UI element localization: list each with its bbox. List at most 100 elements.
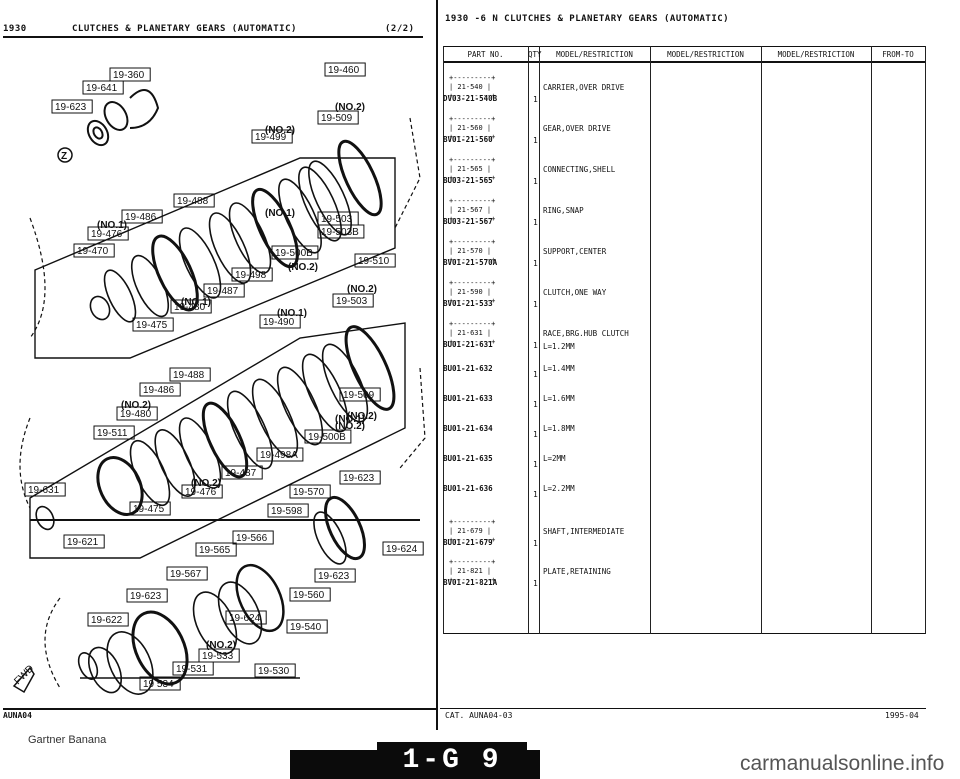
description: L=1.6MM [543, 394, 575, 403]
part-callout: 19-480 [170, 299, 212, 314]
description: L=1.4MM [543, 364, 575, 373]
part-callout: 19-623 [126, 588, 168, 603]
group-number-label: (NO.2) [191, 478, 221, 489]
ref-box: +---------+ | 21-679 | +---------+ [449, 518, 496, 544]
ref-box: +---------+ | 21-590 | +---------+ [449, 279, 496, 305]
svg-text:19-487: 19-487 [207, 286, 239, 297]
part-callout: 19-460 [324, 62, 366, 77]
part-callout: 19-631 [24, 482, 66, 497]
quantity: 1 [533, 579, 538, 588]
group-number-label: (NO.1) [265, 208, 295, 219]
right-header-title: 1930 -6 N CLUTCHES & PLANETARY GEARS (AU… [445, 14, 730, 24]
col-line-1 [528, 46, 529, 634]
svg-text:(NO.2): (NO.2) [347, 284, 377, 295]
footer-left-code: AUNA04 [3, 711, 32, 720]
svg-text:19-475: 19-475 [136, 320, 168, 331]
part-callout: 19-498 [231, 267, 273, 282]
part-callout: 19-570 [289, 484, 331, 499]
quantity: 1 [533, 341, 538, 350]
svg-text:19-598: 19-598 [271, 506, 303, 517]
svg-text:19-503B: 19-503B [321, 227, 359, 238]
part-callout: 19-498A [256, 447, 304, 462]
svg-text:19-500B: 19-500B [275, 248, 313, 259]
footer-rule-left [3, 708, 436, 710]
left-header-title: CLUTCHES & PLANETARY GEARS (AUTOMATIC) [72, 24, 297, 34]
svg-text:19-475: 19-475 [133, 504, 165, 515]
quantity: 1 [533, 95, 538, 104]
part-callout: 19-476 [87, 226, 129, 241]
quantity: 1 [533, 370, 538, 379]
svg-text:(NO.1): (NO.1) [265, 208, 295, 219]
description: SHAFT,INTERMEDIATE [543, 527, 625, 536]
table-row: +---------+ | 21-567 | +---------+BU03-2… [443, 197, 926, 227]
part-callout: 19-533 [198, 648, 240, 663]
group-number-label: (NO.2) [347, 284, 377, 295]
ref-box: +---------+ | 21-567 | +---------+ [449, 197, 496, 223]
part-callout: 19-531 [172, 661, 214, 676]
svg-text:(NO.1): (NO.1) [335, 414, 365, 425]
svg-text:19-499: 19-499 [255, 132, 287, 143]
col-header-model-1: MODEL/RESTRICTION [556, 50, 633, 59]
svg-text:19-531: 19-531 [176, 664, 208, 675]
svg-text:19-621: 19-621 [67, 537, 99, 548]
part-callout: 19-486 [121, 209, 163, 224]
parts-table: PART NO. QTY MODEL/RESTRICTION MODEL/RES… [443, 38, 926, 638]
quantity: 1 [533, 400, 538, 409]
part-number: BU01-21-636 [443, 484, 493, 493]
part-callout: 19-487 [203, 283, 245, 298]
svg-text:19-533: 19-533 [202, 651, 234, 662]
svg-text:(NO.2): (NO.2) [206, 640, 236, 651]
group-number-label: (NO.2) [121, 400, 151, 411]
part-callout: 19-598 [267, 503, 309, 518]
svg-text:19-498: 19-498 [235, 270, 267, 281]
svg-text:(NO.2): (NO.2) [288, 262, 318, 273]
part-callout: 19-503 [317, 211, 359, 226]
table-row: +---------+ | 21-540 | +---------+DV03-2… [443, 74, 926, 104]
watermark-right: carmanualsonline.info [740, 752, 945, 775]
svg-text:19-623: 19-623 [343, 473, 375, 484]
group-number-label: (NO.2) [288, 262, 318, 273]
part-number: BV01-21-821A [443, 578, 498, 587]
svg-text:(NO.1): (NO.1) [277, 308, 307, 319]
part-callout: 19-560 [289, 587, 331, 602]
part-number: BU01-21-631 [443, 340, 493, 349]
ref-box: +---------+ | 21-560 | +---------+ [449, 115, 496, 141]
part-callout: 19-567 [166, 566, 208, 581]
page-number: 1-G 9 [377, 742, 527, 779]
table-row: +---------+ | 21-679 | +---------+BU01-2… [443, 518, 926, 548]
description: CARRIER,OVER DRIVE [543, 83, 625, 92]
circle-label: Z [61, 151, 67, 162]
col-line-2 [539, 46, 540, 634]
part-callout: 19-623 [51, 99, 93, 114]
svg-text:19-570: 19-570 [293, 487, 325, 498]
part-callout: 19-488 [173, 193, 215, 208]
group-number-label: (NO.1) [97, 220, 127, 231]
part-callout: 19-509 [339, 387, 381, 402]
part-number: BU01-21-634 [443, 424, 493, 433]
part-number: BV01-21-560 [443, 135, 493, 144]
ref-box: +---------+ | 21-570 | +---------+ [449, 238, 496, 264]
svg-text:19-530: 19-530 [258, 666, 290, 677]
quantity: 1 [533, 259, 538, 268]
svg-text:(NO.2): (NO.2) [121, 400, 151, 411]
quantity: 1 [533, 490, 538, 499]
part-callout: 19-490 [259, 314, 301, 329]
svg-text:19-486: 19-486 [143, 385, 175, 396]
svg-text:19-487: 19-487 [225, 468, 257, 479]
description-detail: L=1.2MM [543, 342, 575, 351]
table-bottom-rule [443, 633, 926, 634]
footer-date: 1995-04 [885, 711, 919, 720]
part-callout: 19-624 [225, 610, 267, 625]
svg-text:19-480: 19-480 [174, 302, 206, 313]
svg-text:19-500B: 19-500B [308, 432, 346, 443]
col-line-6 [925, 46, 926, 634]
table-row: +---------+ | 21-570 | +---------+BV01-2… [443, 238, 926, 268]
part-callout: 19-488 [169, 367, 211, 382]
part-number: BU03-21-567 [443, 217, 493, 226]
svg-text:19-510: 19-510 [358, 256, 390, 267]
part-number: BV01-21-570A [443, 258, 498, 267]
